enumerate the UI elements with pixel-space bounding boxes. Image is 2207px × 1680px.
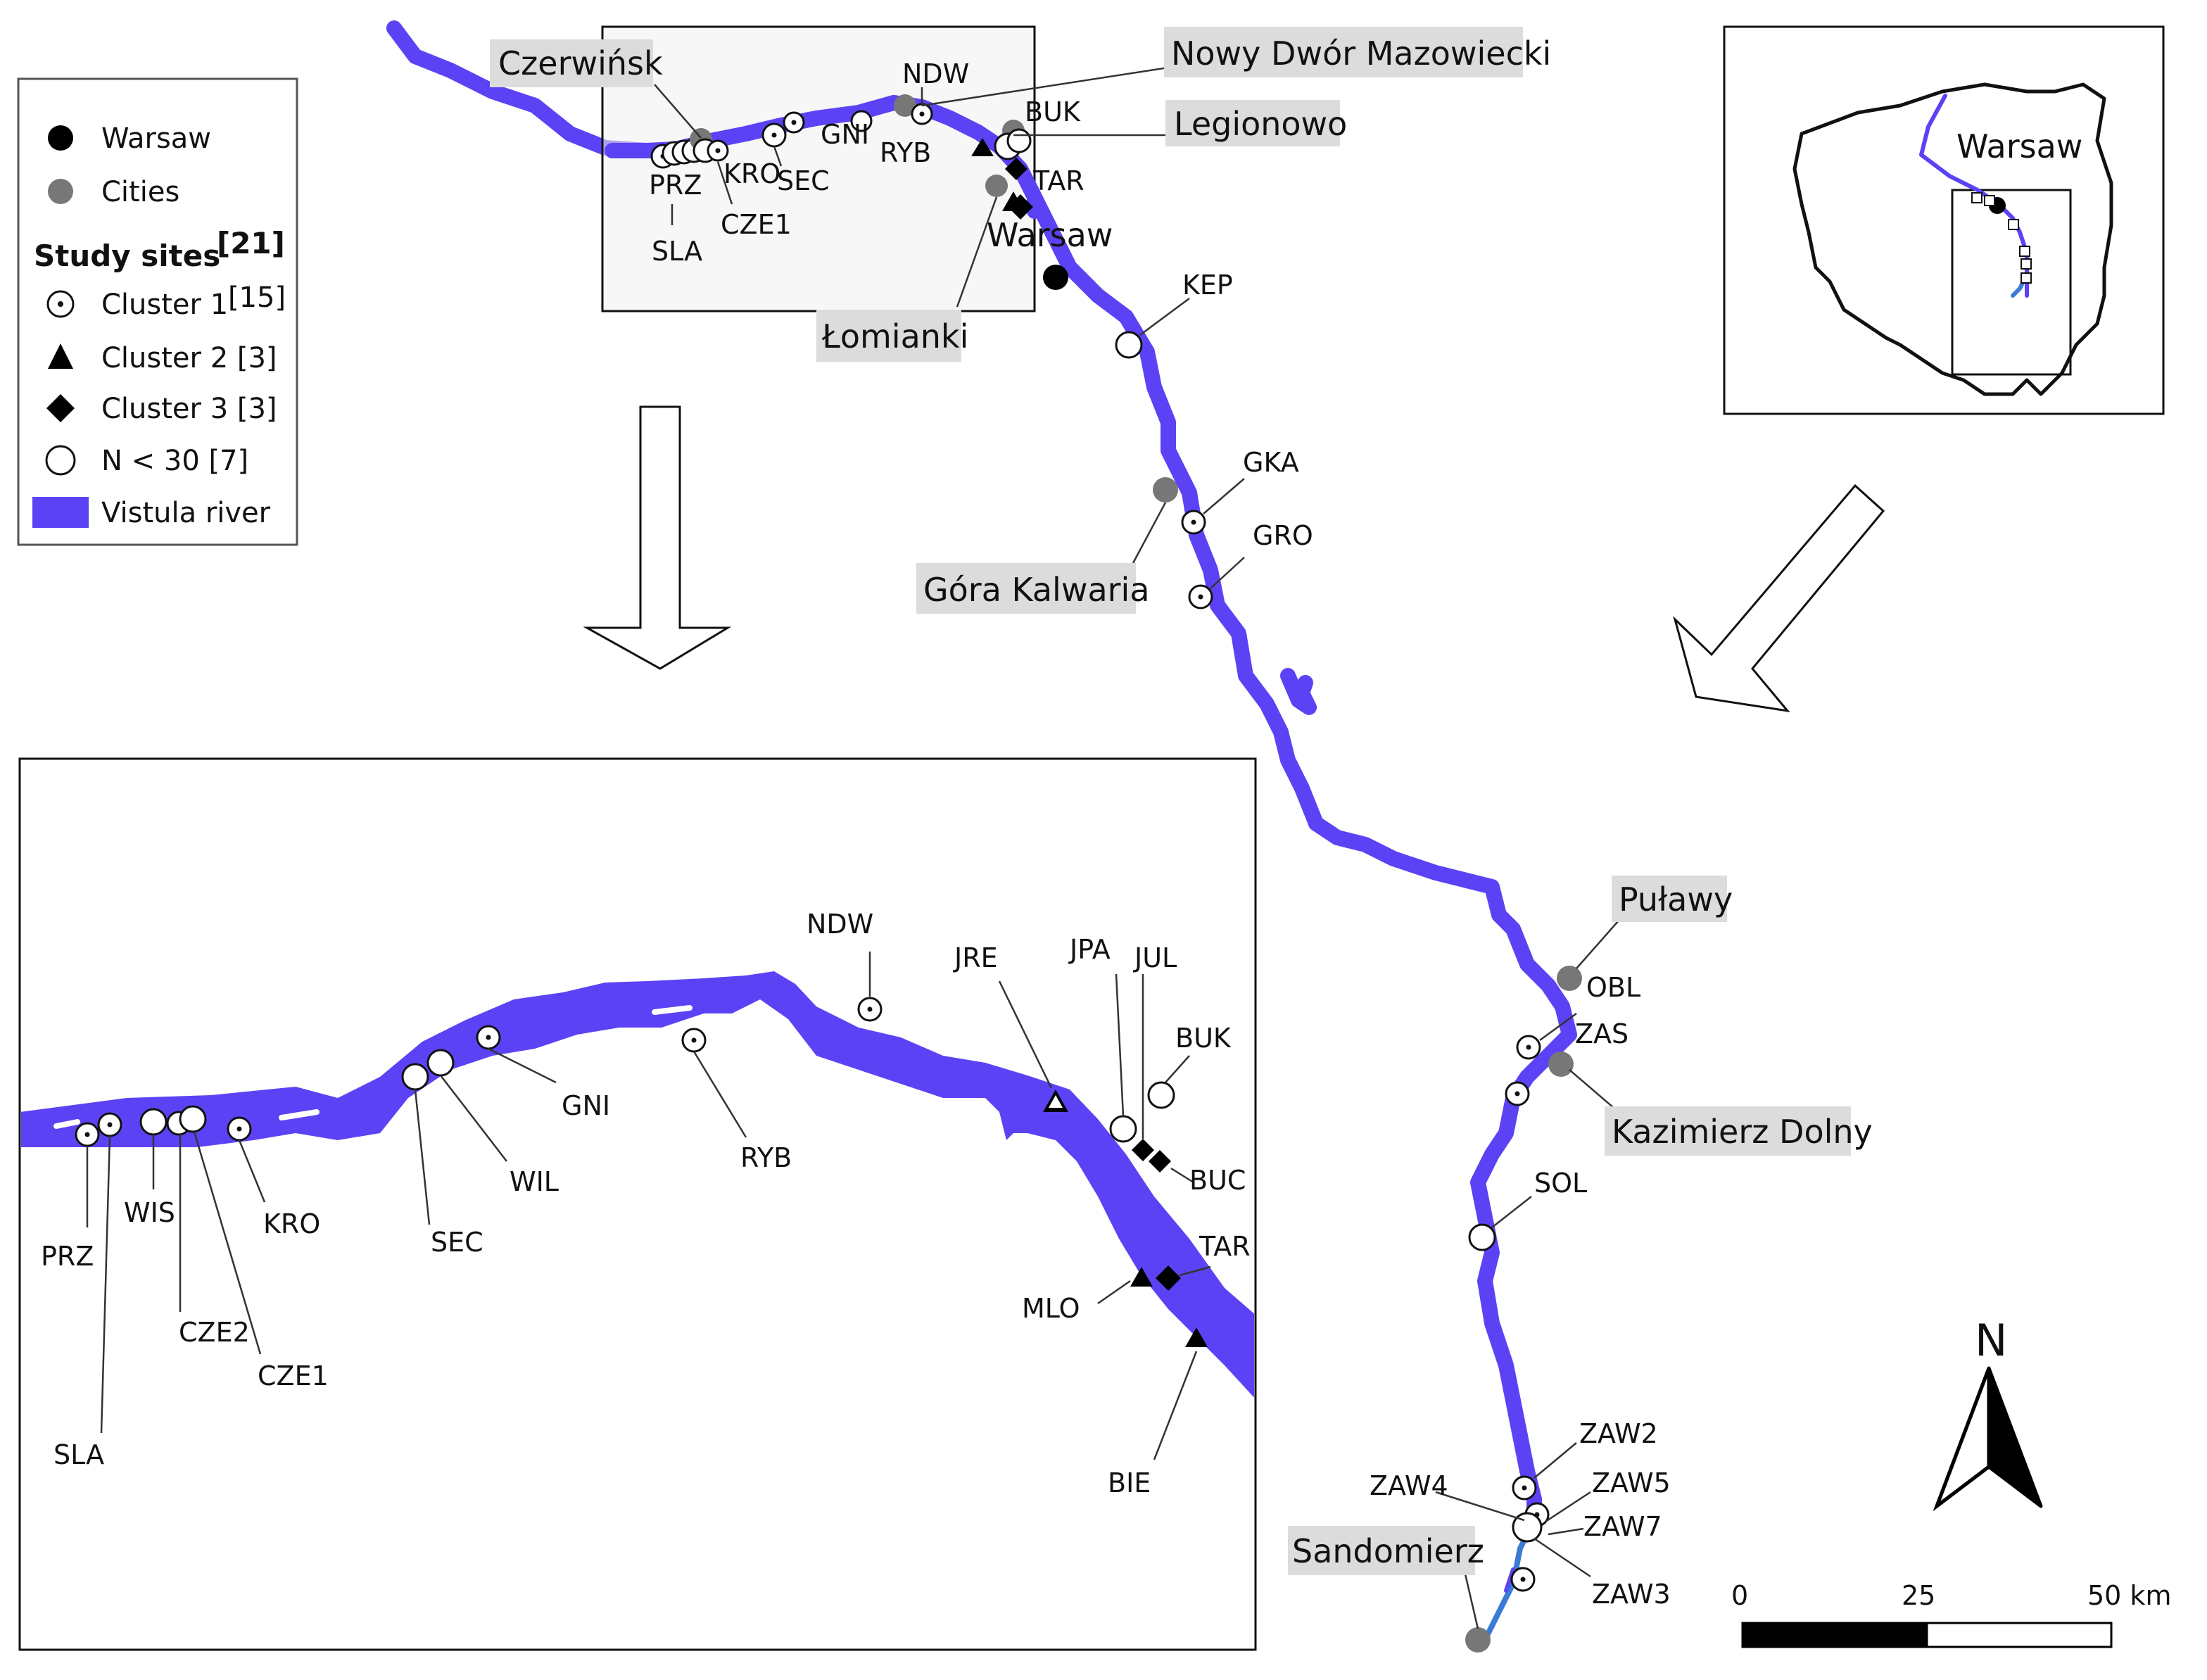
site-gro: GRO <box>1253 520 1313 551</box>
main-map-site-labels: NDW BUK GNI RYB PRZ KRO SEC CZE1 SLA TAR… <box>649 58 1671 1610</box>
legend-cluster2-symbol <box>48 343 73 369</box>
overview-warsaw-label: Warsaw <box>1956 127 2082 165</box>
site-gka: GKA <box>1243 447 1299 478</box>
city-nowy-dwor-dot <box>894 94 916 117</box>
scale-tick-50: 50 km <box>2087 1580 2171 1611</box>
inset-site-cze2: CZE2 <box>179 1317 250 1348</box>
inset-site-cze1: CZE1 <box>258 1360 329 1391</box>
main-map-city-labels: Czerwińsk Nowy Dwór Mazowiecki Legionowo… <box>490 27 1873 1575</box>
legend-cluster1-label: Cluster 1 <box>101 289 228 321</box>
legend: Warsaw Cities Study sites [21] Cluster 1… <box>17 77 298 546</box>
legend-cities-label: Cities <box>101 176 179 208</box>
legend-cluster1-count: [15] <box>228 282 286 314</box>
legend-cluster2-label: Cluster 2 [3] <box>101 342 277 374</box>
inset-site-ndw: NDW <box>807 909 873 940</box>
city-warsaw-dot <box>1043 265 1068 290</box>
site-sla: SLA <box>652 236 702 267</box>
legend-cluster3-symbol <box>46 394 75 422</box>
city-kazimierz-dot <box>1548 1051 1574 1077</box>
city-label-gora-kalwaria: Góra Kalwaria <box>923 571 1150 609</box>
legend-river-label: Vistula river <box>101 497 271 529</box>
overview-map: Warsaw <box>1723 25 2165 415</box>
legend-n-label: N < 30 [7] <box>101 445 248 477</box>
inset-site-wil: WIL <box>510 1166 559 1197</box>
city-label-sandomierz: Sandomierz <box>1292 1532 1484 1570</box>
city-label-lomianki: Łomianki <box>821 317 968 355</box>
site-zaw7: ZAW7 <box>1583 1511 1662 1542</box>
legend-n-symbol <box>45 445 76 476</box>
inset-site-jre: JRE <box>953 942 998 973</box>
site-sec: SEC <box>777 165 830 196</box>
scale-tick-25: 25 <box>1902 1580 1935 1611</box>
inset-site-kro: KRO <box>263 1208 320 1239</box>
legend-warsaw-label: Warsaw <box>101 122 211 155</box>
city-label-kazimierz: Kazimierz Dolny <box>1612 1113 1873 1151</box>
site-buk: BUK <box>1025 96 1081 127</box>
main-map-sites <box>650 66 1619 1653</box>
site-ndw: NDW <box>902 58 969 89</box>
site-ryb: RYB <box>880 137 931 168</box>
city-sandomierz-dot <box>1465 1627 1491 1653</box>
city-label-warsaw: Warsaw <box>987 216 1113 254</box>
site-zaw2: ZAW2 <box>1579 1418 1658 1449</box>
legend-cluster3-label: Cluster 3 [3] <box>101 393 277 425</box>
city-lomianki-dot <box>985 175 1008 197</box>
inset-site-buk: BUK <box>1175 1023 1232 1054</box>
overview-extent-box <box>1951 189 2072 376</box>
site-zaw3: ZAW3 <box>1592 1579 1671 1610</box>
overview-frame <box>1723 25 2165 415</box>
site-gni: GNI <box>821 119 869 150</box>
inset-site-wis: WIS <box>124 1197 175 1228</box>
site-kep: KEP <box>1182 270 1233 301</box>
legend-study-sites-ref: [21] <box>217 226 285 260</box>
city-pulawy-dot <box>1557 966 1582 991</box>
city-label-nowy-dwor: Nowy Dwór Mazowiecki <box>1171 34 1551 72</box>
zoom-inset-frame <box>18 757 1257 1651</box>
inset-site-sec: SEC <box>431 1227 483 1258</box>
zoom-inset-map: NDW JRE JPA JUL BUK GNI RYB WIS KRO WIL … <box>18 757 1257 1651</box>
legend-warsaw-symbol <box>48 125 73 151</box>
site-zaw5: ZAW5 <box>1592 1467 1671 1498</box>
site-cze1: CZE1 <box>721 209 792 240</box>
zoom-arrow-down <box>583 405 732 670</box>
scale-tick-0: 0 <box>1731 1580 1748 1611</box>
site-kro: KRO <box>723 158 780 189</box>
inset-site-gni: GNI <box>562 1090 610 1121</box>
north-label: N <box>1975 1315 2007 1366</box>
site-prz: PRZ <box>649 170 702 201</box>
north-arrow: N <box>1933 1315 2043 1512</box>
site-sol: SOL <box>1534 1168 1587 1199</box>
vistula-river-inset <box>21 971 1254 1398</box>
inset-site-ryb: RYB <box>740 1142 792 1173</box>
legend-cities-symbol <box>48 179 73 204</box>
inset-site-sla: SLA <box>53 1439 104 1470</box>
zoom-arrow-diagonal <box>1673 484 1885 713</box>
scale-bar: 0 25 50 km <box>1731 1580 2171 1648</box>
city-label-czerwinsk: Czerwińsk <box>498 44 663 82</box>
city-label-legionowo: Legionowo <box>1174 105 1347 143</box>
poland-outline <box>1792 82 2113 396</box>
site-zas: ZAS <box>1575 1018 1629 1049</box>
site-obl: OBL <box>1586 972 1640 1003</box>
site-zaw4: ZAW4 <box>1370 1470 1448 1501</box>
legend-study-sites-heading: Study sites <box>34 239 220 273</box>
city-gora-kalwaria-dot <box>1153 477 1178 503</box>
legend-river-symbol <box>32 497 89 528</box>
site-tar: TAR <box>1032 165 1084 196</box>
inset-site-mlo: MLO <box>1022 1293 1080 1324</box>
inset-site-jpa: JPA <box>1068 934 1111 965</box>
inset-site-tar: TAR <box>1199 1231 1251 1262</box>
inset-site-jul: JUL <box>1133 942 1177 973</box>
inset-site-buc: BUC <box>1189 1165 1246 1196</box>
inset-site-prz: PRZ <box>41 1241 94 1272</box>
inset-site-bie: BIE <box>1108 1467 1151 1498</box>
city-label-pulawy: Puławy <box>1619 880 1733 918</box>
